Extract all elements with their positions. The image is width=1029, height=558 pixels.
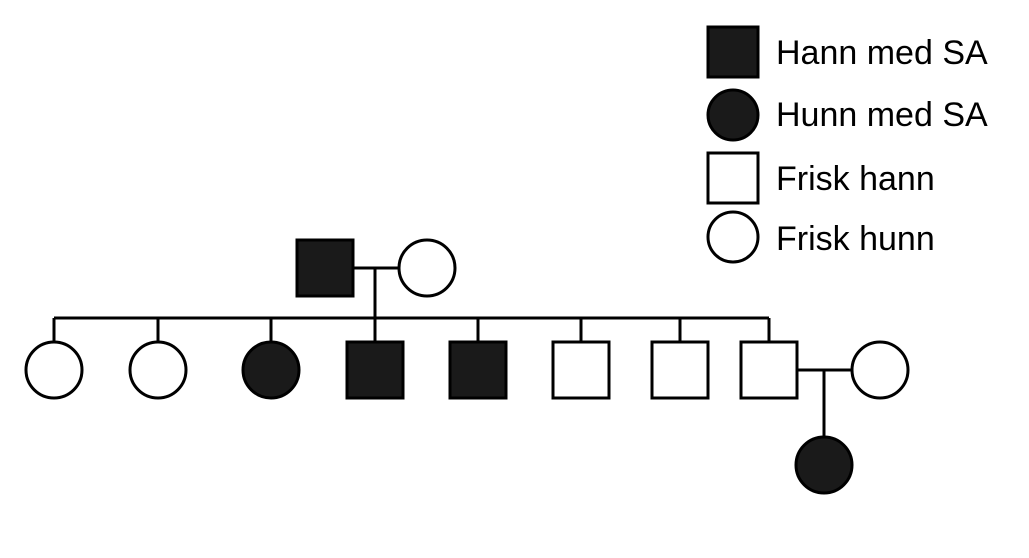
generation-1	[295, 238, 457, 298]
legend-symbol-affected-female	[706, 88, 760, 142]
legend-item-affected-male: Hann med SA	[706, 25, 988, 79]
generation-3	[794, 435, 854, 495]
child-2-daughter	[128, 340, 188, 400]
legend-item-healthy-male: Frisk hann	[706, 151, 935, 205]
generation-2	[24, 340, 910, 400]
child-5-son	[448, 340, 508, 400]
child-1-daughter	[24, 340, 84, 400]
legend-label-affected-female: Hunn med SA	[776, 96, 988, 134]
legend-item-healthy-female: Frisk hunn	[706, 210, 935, 264]
grandchild-daughter	[794, 435, 854, 495]
legend: Hann med SA Hunn med SA Frisk hann Frisk…	[706, 25, 988, 264]
child-6-son	[551, 340, 611, 400]
legend-label-healthy-female: Frisk hunn	[776, 220, 935, 258]
pedigree-lines	[52, 266, 852, 437]
legend-label-healthy-male: Frisk hann	[776, 160, 935, 198]
legend-item-affected-female: Hunn med SA	[706, 88, 988, 142]
child-8-son	[739, 340, 799, 400]
child-7-son	[650, 340, 710, 400]
child-4-son	[345, 340, 405, 400]
child-3-daughter	[241, 340, 301, 400]
child-8-spouse	[850, 340, 910, 400]
legend-symbol-affected-male	[706, 25, 760, 79]
parent-father	[295, 238, 355, 298]
legend-label-affected-male: Hann med SA	[776, 34, 988, 72]
legend-symbol-healthy-female	[706, 210, 760, 264]
legend-symbol-healthy-male	[706, 151, 760, 205]
parent-mother	[397, 238, 457, 298]
